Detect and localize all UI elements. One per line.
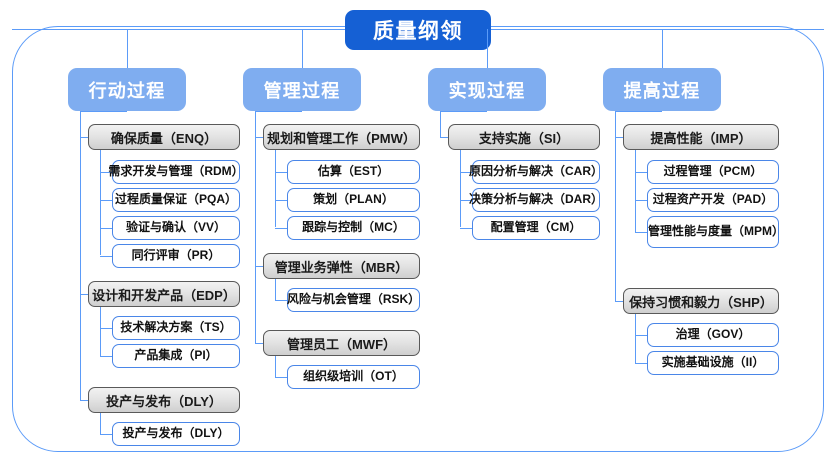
col3-g1-spine [460,150,461,227]
child-node-vv[interactable]: 验证与确认（VV） [112,216,240,240]
col3-header-drop [487,29,488,68]
col4-g1-c1-stub [635,172,647,173]
col1-g1-stub [80,137,88,138]
parent-node-mbr[interactable]: 管理业务弹性（MBR） [263,253,420,279]
col2-g1-stub [255,137,263,138]
col3-g1-c3-stub [460,228,472,229]
col4-g2-c2-stub [635,363,647,364]
col4-spine [615,111,616,301]
parent-node-enq[interactable]: 确保质量（ENQ） [88,124,240,150]
col3-g1-stub [440,137,448,138]
col2-g1-c3-stub [275,228,287,229]
col4-g1-spine [635,150,636,232]
column-header-3[interactable]: 实现过程 [428,68,546,111]
col1-g1-c4-stub [100,256,112,257]
col3-g1-c2-stub [460,200,472,201]
parent-node-si[interactable]: 支持实施（SI） [448,124,600,150]
child-node-dly-child[interactable]: 投产与发布（DLY） [112,422,240,446]
parent-node-mwf[interactable]: 管理员工（MWF） [263,330,420,356]
col4-g2-stub [615,301,623,302]
col2-g1-c2-stub [275,200,287,201]
col2-g2-spine [275,279,276,300]
child-node-pcm[interactable]: 过程管理（PCM） [647,160,779,184]
col2-g1-spine [275,150,276,227]
child-node-pr[interactable]: 同行评审（PR） [112,244,240,268]
parent-node-shp[interactable]: 保持习惯和毅力（SHP） [623,288,779,314]
child-node-pqa[interactable]: 过程质量保证（PQA） [112,188,240,212]
col3-spine [440,111,441,138]
col4-g1-c3-stub [635,232,647,233]
col3-header-stem-h [440,111,487,112]
column-header-4[interactable]: 提高过程 [603,68,721,111]
child-node-ii[interactable]: 实施基础设施（II） [647,351,779,375]
col4-g2-c1-stub [635,335,647,336]
col2-header-stem-h [255,111,302,112]
child-node-dar[interactable]: 决策分析与解决（DAR） [469,188,603,212]
col1-g1-c3-stub [100,228,112,229]
child-node-rdm[interactable]: 需求开发与管理（RDM） [108,160,244,184]
column-header-2[interactable]: 管理过程 [243,68,361,111]
col4-header-stem-h [615,111,662,112]
child-node-est[interactable]: 估算（EST） [287,160,420,184]
col1-g3-c1-stub [100,434,112,435]
col1-g1-spine [100,150,101,255]
col1-header-stem-h [80,111,127,112]
child-node-plan[interactable]: 策划（PLAN） [287,188,420,212]
child-node-cm[interactable]: 配置管理（CM） [472,216,600,240]
col2-g3-spine [275,356,276,377]
parent-node-pmw[interactable]: 规划和管理工作（PMW） [263,124,420,150]
col1-g2-c2-stub [100,356,112,357]
column-header-1[interactable]: 行动过程 [68,68,186,111]
col1-g3-stub [80,400,88,401]
col1-g1-c2-stub [100,200,112,201]
parent-node-edp[interactable]: 设计和开发产品（EDP） [88,281,240,307]
col2-g1-c1-stub [275,172,287,173]
col1-g1-c1-stub [100,172,112,173]
col4-header-drop [662,29,663,68]
col2-g2-stub [255,266,263,267]
col2-spine [255,111,256,343]
child-node-gov[interactable]: 治理（GOV） [647,323,779,347]
child-node-rsk[interactable]: 风险与机会管理（RSK） [287,288,420,312]
col2-header-drop [302,29,303,68]
col1-g2-stub [80,294,88,295]
parent-node-imp[interactable]: 提高性能（IMP） [623,124,779,150]
child-node-car[interactable]: 原因分析与解决（CAR） [469,160,603,184]
col2-g3-stub [255,343,263,344]
col1-g3-spine [100,413,101,434]
col1-g2-spine [100,307,101,356]
col1-header-drop [127,29,128,68]
child-node-ts[interactable]: 技术解决方案（TS） [112,316,240,340]
title-connector-right [491,29,824,30]
diagram-title: 质量纲领 [345,10,491,50]
child-node-mpm[interactable]: 管理性能与度量（MPM） [647,216,784,248]
child-node-mc[interactable]: 跟踪与控制（MC） [287,216,420,240]
col4-g2-spine [635,314,636,363]
child-node-pad[interactable]: 过程资产开发（PAD） [647,188,779,212]
col1-spine [80,111,81,400]
parent-node-dly[interactable]: 投产与发布（DLY） [88,387,240,413]
child-node-ot[interactable]: 组织级培训（OT） [287,365,420,389]
col4-g1-c2-stub [635,200,647,201]
col2-g2-c1-stub [275,300,287,301]
title-connector-left [12,29,345,30]
col2-g3-c1-stub [275,377,287,378]
col3-g1-c1-stub [460,172,472,173]
child-node-pi[interactable]: 产品集成（PI） [112,344,240,368]
col4-g1-stub [615,137,623,138]
col1-g2-c1-stub [100,328,112,329]
